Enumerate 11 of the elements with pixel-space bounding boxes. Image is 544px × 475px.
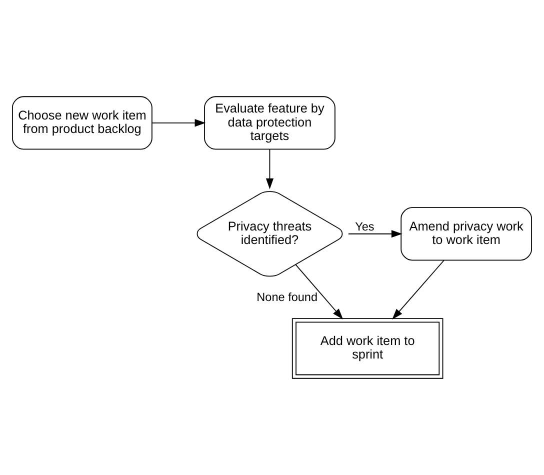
arrow [348, 230, 402, 238]
edge-label: Yes [355, 220, 374, 234]
arrow [266, 148, 274, 190]
node-box: Evaluate feature by data protection targets [204, 96, 336, 150]
arrow [152, 119, 206, 127]
edge-label: None found [256, 290, 318, 304]
node-box: Choose new work item from product backlog [12, 96, 152, 150]
node-box: Add work item to sprint [292, 318, 444, 379]
arrow [295, 264, 344, 320]
arrow [392, 260, 444, 320]
node-box: Amend privacy work to work item [400, 207, 532, 261]
